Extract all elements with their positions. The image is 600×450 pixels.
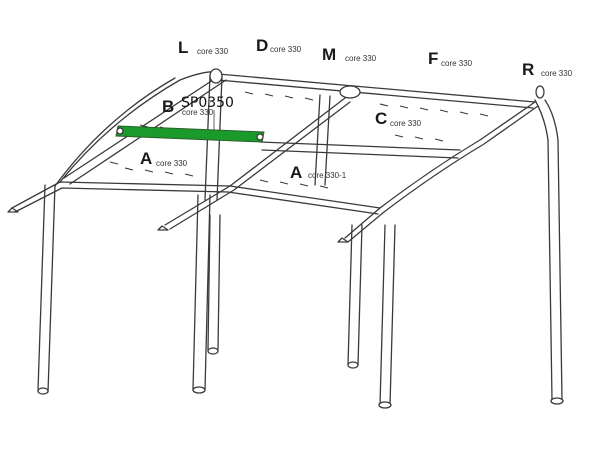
label-C-letter: C — [375, 109, 387, 128]
label-D-sub: core 330 — [270, 45, 302, 54]
label-A-left-sub: core 330 — [156, 159, 188, 168]
label-R-sub: core 330 — [541, 69, 573, 78]
label-R-letter: R — [522, 60, 534, 79]
roof-frame — [7, 68, 545, 243]
label-M-letter: M — [322, 45, 336, 64]
label-F-letter: F — [428, 49, 438, 68]
label-A-left-letter: A — [140, 149, 152, 168]
label-F-sub: core 330 — [441, 59, 473, 68]
legs — [37, 99, 564, 409]
highlighted-crossbar[interactable] — [115, 125, 265, 143]
label-L-sub: core 330 — [197, 47, 229, 56]
label-L-letter: L — [178, 38, 188, 57]
label-B-sub: core 330 — [182, 108, 214, 117]
label-C-sub: core 330 — [390, 119, 422, 128]
label-M-sub: core 330 — [345, 54, 377, 63]
label-B-letter: B — [162, 97, 174, 116]
part-labels: L core 330 D core 330 M core 330 F core … — [140, 36, 573, 182]
label-D-letter: D — [256, 36, 268, 55]
label-A-right-letter: A — [290, 163, 302, 182]
label-A-right-sub: core 330-1 — [308, 171, 347, 180]
highlighted-part-label: SP0350 — [181, 95, 234, 111]
